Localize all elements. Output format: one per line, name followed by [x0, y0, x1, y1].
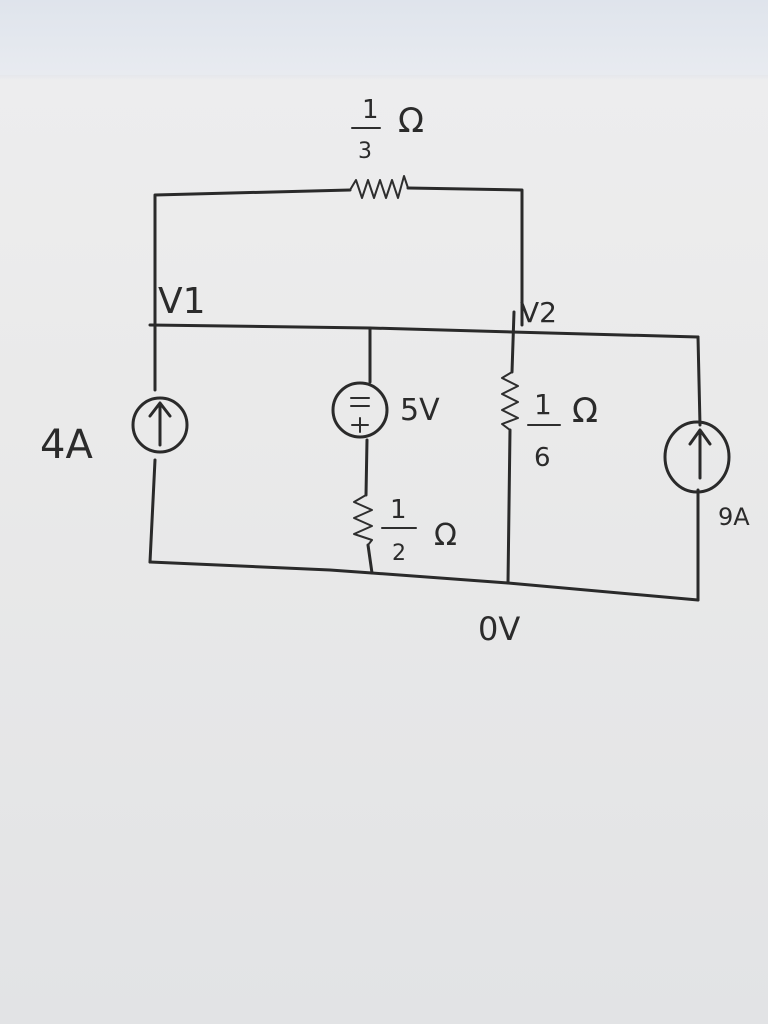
current-source-4a	[131, 396, 189, 454]
right-branch-wire	[696, 335, 702, 602]
middle-branch-wire	[364, 326, 374, 575]
node-v2-label: V2	[520, 296, 557, 329]
r-top-unit: Ω	[398, 101, 424, 141]
source-4a-label: 4A	[40, 422, 93, 468]
resistor-top-label: 1 3 Ω	[351, 95, 424, 164]
resistor-middle-label: 1 2 Ω	[381, 495, 457, 566]
left-branch-wire	[148, 323, 157, 564]
r-mid-den: 2	[392, 541, 406, 566]
voltage-5v-label: 5V	[400, 393, 440, 428]
middle-resistor	[353, 494, 373, 546]
ground-wire	[148, 560, 700, 602]
top-resistor	[349, 175, 409, 199]
resistor-right-label: 1 6 Ω	[527, 388, 598, 473]
r-mid-num: 1	[390, 495, 407, 525]
r-top-num: 1	[362, 95, 379, 125]
node-v1-label: V1	[158, 281, 206, 322]
source-9a-label: 9A	[718, 503, 750, 531]
voltage-source-5v	[331, 381, 389, 439]
current-source-9a	[663, 420, 731, 494]
ground-label: 0V	[478, 610, 520, 648]
node-bus-wire	[148, 323, 700, 339]
top-wire	[153, 186, 524, 327]
r-right-unit: Ω	[572, 391, 598, 431]
r-right-num: 1	[534, 388, 552, 421]
right-center-branch-wire	[506, 310, 516, 585]
table-background	[0, 0, 768, 75]
r-mid-unit: Ω	[434, 518, 457, 553]
r-right-den: 6	[534, 443, 551, 473]
right-center-resistor	[501, 371, 519, 431]
r-top-den: 3	[358, 139, 372, 164]
